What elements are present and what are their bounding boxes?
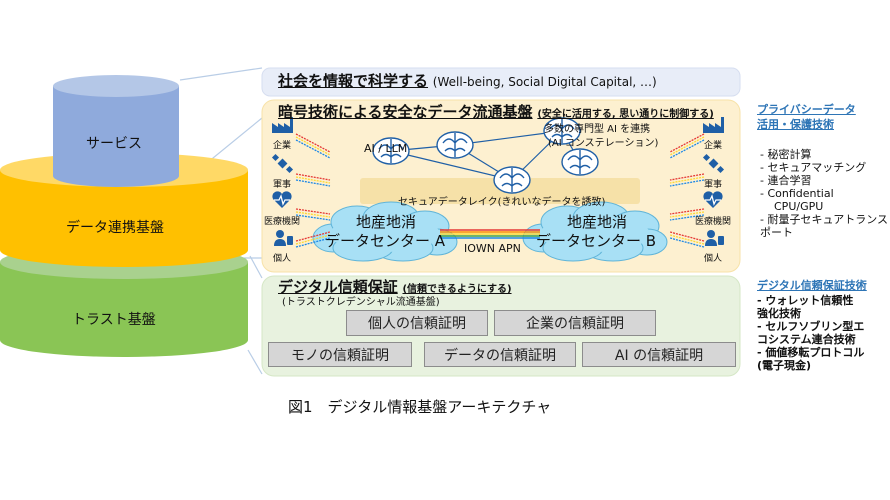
secure-flow-subtitle: (安全に活用する, 思い通りに制御する) — [537, 109, 714, 120]
cert-ai: AI の信頼証明 — [582, 342, 736, 367]
cert-data: データの信頼証明 — [424, 342, 576, 367]
factory-icon — [703, 117, 724, 133]
list-item: - 価値移転プロトコル — [757, 346, 865, 359]
dc-a-line-1: 地産地消 — [356, 213, 417, 231]
secure-flow-title: 暗号技術による安全なデータ流通基盤 — [278, 103, 533, 121]
heart-monitor-icon — [272, 191, 292, 208]
ai-note-line-2: (AI コンステレーション) — [548, 138, 659, 149]
side-label-military: 軍事 — [272, 180, 291, 190]
service-cylinder — [53, 75, 179, 187]
side-label-company: 企業 — [272, 141, 291, 151]
list-item: (電子現金) — [757, 359, 812, 372]
list-item: - セキュアマッチング — [760, 161, 867, 174]
heart-monitor-icon — [703, 191, 723, 208]
ai-note-line-1: 多数の専門型 AI を連携 — [544, 124, 651, 135]
dc-a-line-2: データセンター A — [325, 232, 446, 250]
trust-tech-list: - ウォレット信頼性 強化技術 - セルフソブリン型エ コシステム連合技術 - … — [757, 294, 864, 372]
factory-icon — [272, 117, 293, 133]
person-icon — [705, 230, 724, 246]
list-item: - ウォレット信頼性 — [757, 294, 854, 307]
society-heading: 社会を情報で科学する (Well-being, Social Digital C… — [278, 72, 657, 90]
trust-heading: デジタル信頼保証 (信頼できるようにする) — [278, 278, 512, 296]
satellite-icon — [702, 153, 725, 174]
list-item: - Confidential — [760, 187, 834, 200]
society-subtitle: (Well-being, Social Digital Capital, …) — [432, 75, 657, 89]
side-label-individual: 個人 — [703, 254, 722, 264]
figure-caption: 図1 デジタル情報基盤アーキテクチャ — [288, 398, 552, 416]
data-lake-band — [360, 178, 640, 204]
trust-platform-label: トラスト基盤 — [72, 312, 156, 328]
cert-individual: 個人の信頼証明 — [346, 310, 488, 336]
society-panel — [261, 67, 741, 97]
list-item: コシステム連合技術 — [757, 333, 856, 346]
list-item: 強化技術 — [757, 307, 801, 320]
data-platform-label: データ連携基盤 — [66, 220, 164, 236]
list-item: - 連合学習 — [760, 174, 812, 187]
trust-subtitle: (信頼できるようにする) — [402, 284, 512, 295]
iown-link — [440, 229, 540, 239]
data-lake-label: セキュアデータレイク(きれいなデータを誘致) — [398, 197, 606, 208]
ai-llm-label: AI / LLM — [364, 142, 408, 155]
list-item: ポート — [760, 226, 793, 239]
ai-brain-icon — [372, 117, 599, 194]
side-label-individual: 個人 — [272, 254, 291, 264]
privacy-tech-heading-1: プライバシーデータ — [757, 103, 856, 116]
side-label-medical: 医療機関 — [694, 217, 731, 227]
secure-flow-heading: 暗号技術による安全なデータ流通基盤 (安全に活用する, 思い通りに制御する) — [278, 103, 714, 121]
privacy-tech-list: - 秘密計算 - セキュアマッチング - 連合学習 - Confidential… — [760, 148, 888, 239]
side-links — [295, 133, 705, 248]
list-item: - セルフソブリン型エ — [757, 320, 865, 333]
list-item: CPU/GPU — [774, 200, 824, 213]
iown-label: IOWN APN — [464, 242, 521, 255]
trust-note: (トラストクレデンシャル流通基盤) — [282, 297, 440, 308]
list-item: - 秘密計算 — [760, 148, 812, 161]
person-icon — [274, 230, 293, 246]
privacy-tech-heading-2: 活用・保護技術 — [757, 118, 834, 131]
trust-tech-heading: デジタル信頼保証技術 — [757, 279, 867, 292]
side-label-military: 軍事 — [703, 180, 722, 190]
dc-b-line-1: 地産地消 — [567, 213, 628, 231]
cert-company: 企業の信頼証明 — [494, 310, 656, 336]
trust-title: デジタル信頼保証 — [278, 278, 398, 296]
dc-b-line-2: データセンター B — [536, 232, 657, 250]
side-label-company: 企業 — [703, 141, 722, 151]
society-title: 社会を情報で科学する — [278, 72, 429, 90]
side-label-medical: 医療機関 — [263, 217, 300, 227]
service-label: サービス — [86, 136, 142, 152]
list-item: - 耐量子セキュアトランス — [760, 213, 889, 226]
cert-thing: モノの信頼証明 — [268, 342, 412, 367]
